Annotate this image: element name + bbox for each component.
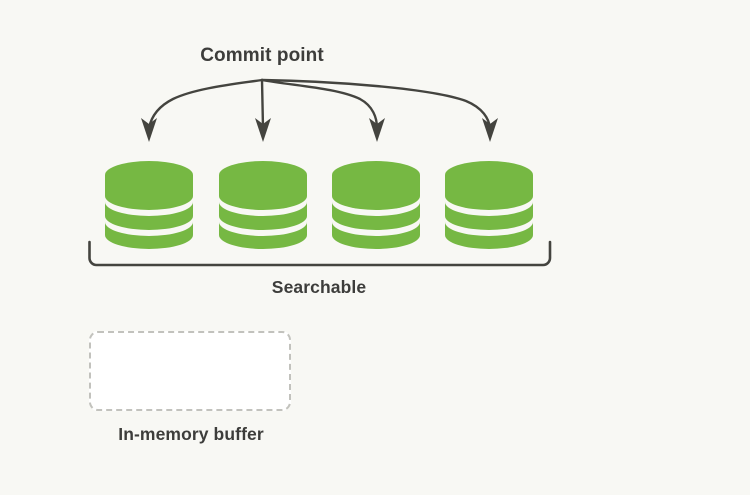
arrow-to-segment-2	[255, 78, 271, 142]
arrow-to-segment-1	[141, 78, 264, 142]
arrow-to-segment-4	[260, 78, 498, 142]
in-memory-buffer-box	[89, 331, 291, 411]
commit-arrows-group	[141, 78, 498, 142]
searchable-bracket	[88, 240, 552, 267]
segment-3-icon	[332, 161, 420, 249]
searchable-label: Searchable	[271, 277, 367, 297]
segment-1-icon	[105, 161, 193, 249]
segments-group	[105, 161, 533, 249]
commit-point-label: Commit point	[200, 45, 324, 66]
in-memory-buffer-label: In-memory buffer	[118, 424, 264, 444]
arrow-to-segment-3	[260, 78, 385, 142]
segment-2-icon	[219, 161, 307, 249]
segment-4-icon	[445, 161, 533, 249]
